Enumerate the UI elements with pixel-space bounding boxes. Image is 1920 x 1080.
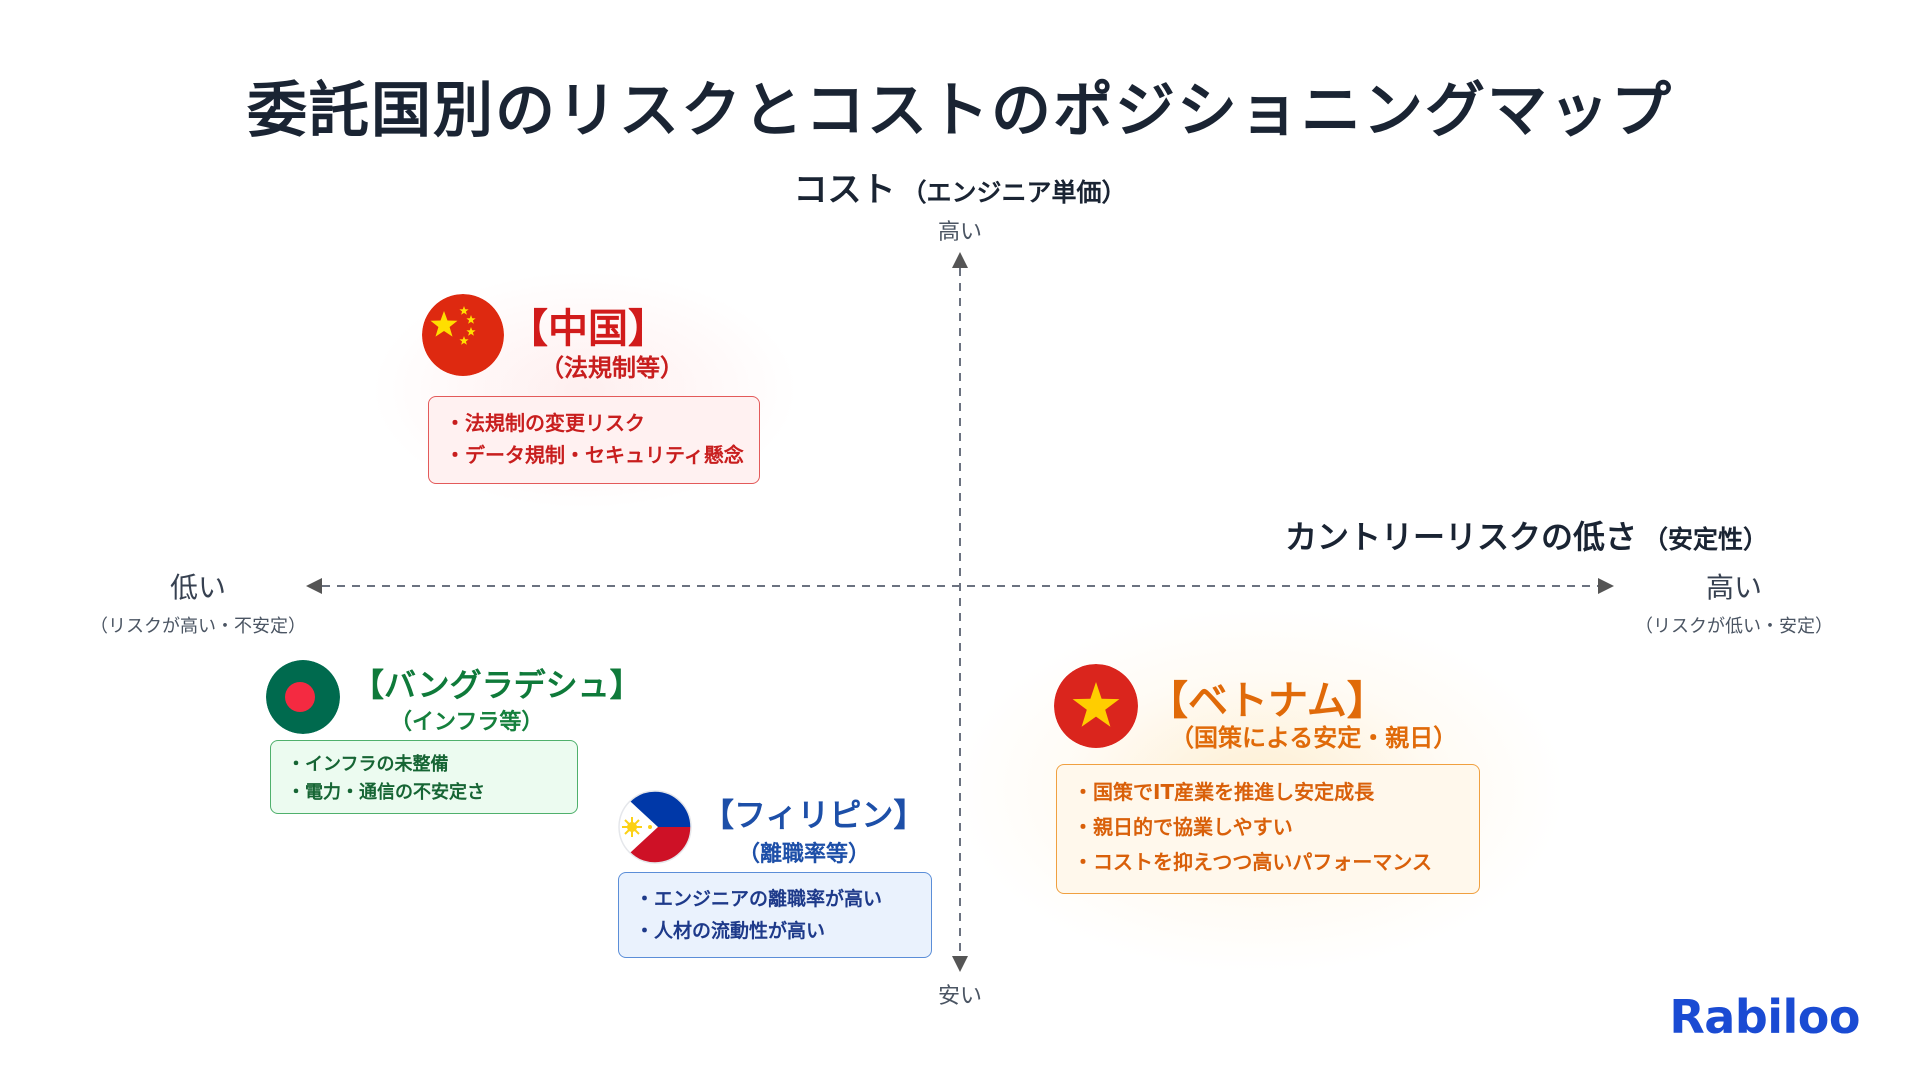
bangladesh-flag-icon: [266, 660, 340, 734]
vietnam-flag-icon: [1054, 664, 1138, 748]
philippines-flag-icon: [618, 790, 692, 864]
y-axis-label-main: コスト: [793, 170, 896, 210]
philippines-risk-box: ・エンジニアの離職率が高い ・人材の流動性が高い: [618, 872, 932, 958]
x-axis-right-sublabel: （リスクが低い・安定）: [1635, 616, 1833, 637]
china-name: 【中国】: [508, 306, 668, 352]
y-axis-label-sub: （エンジニア単価）: [901, 178, 1127, 207]
y-axis-high-label: 高い: [937, 220, 982, 245]
page-title: 委託国別のリスクとコストのポジショニングマップ: [247, 76, 1673, 146]
bangladesh-point: ・電力・通信の不安定さ: [287, 782, 485, 803]
vietnam-name: 【ベトナム】: [1148, 678, 1387, 724]
vietnam-point: ・コストを抑えつつ高いパフォーマンス: [1073, 850, 1432, 874]
bangladesh-point: ・インフラの未整備: [287, 754, 449, 775]
x-axis-label-main: カントリーリスクの低さ: [1284, 518, 1637, 556]
china-point: ・法規制の変更リスク: [445, 411, 645, 435]
china-subtitle: （法規制等）: [540, 354, 684, 382]
y-axis-label: コスト（エンジニア単価）: [0, 162, 1920, 211]
bangladesh-name: 【バングラデシュ】: [352, 666, 642, 704]
bangladesh-subtitle: （インフラ等）: [390, 710, 544, 735]
y-axis-low-label: 安い: [937, 984, 982, 1009]
x-axis-label-sub: （安定性）: [1642, 525, 1768, 554]
x-axis-right-label: 高い: [1705, 571, 1762, 604]
x-axis-arrow-right: [1598, 578, 1614, 594]
vietnam-point: ・親日的で協業しやすい: [1073, 815, 1293, 839]
philippines-point: ・人材の流動性が高い: [635, 920, 826, 942]
philippines-point: ・エンジニアの離職率が高い: [635, 888, 883, 910]
x-axis-left-label: 低い: [169, 571, 226, 604]
x-axis-left-sublabel: （リスクが高い・不安定）: [90, 616, 306, 637]
vietnam-subtitle: （国策による安定・親日）: [1170, 724, 1458, 752]
x-axis-label: カントリーリスクの低さ（安定性）: [1285, 512, 1768, 558]
x-axis-arrow-left: [306, 578, 322, 594]
philippines-subtitle: （離職率等）: [738, 842, 871, 867]
china-risk-box: ・法規制の変更リスク ・データ規制・セキュリティ懸念: [428, 396, 760, 484]
bangladesh-risk-box: ・インフラの未整備 ・電力・通信の不安定さ: [270, 740, 578, 814]
rabiloo-logo: Rabiloo: [1669, 990, 1860, 1044]
philippines-name: 【フィリピン】: [702, 796, 926, 834]
vietnam-point: ・国策でIT産業を推進し安定成長: [1073, 780, 1375, 804]
china-point: ・データ規制・セキュリティ懸念: [445, 443, 744, 467]
china-flag-icon: [422, 294, 504, 376]
y-axis-arrow-up: [952, 252, 968, 268]
vietnam-strength-box: ・国策でIT産業を推進し安定成長 ・親日的で協業しやすい ・コストを抑えつつ高い…: [1056, 764, 1480, 894]
